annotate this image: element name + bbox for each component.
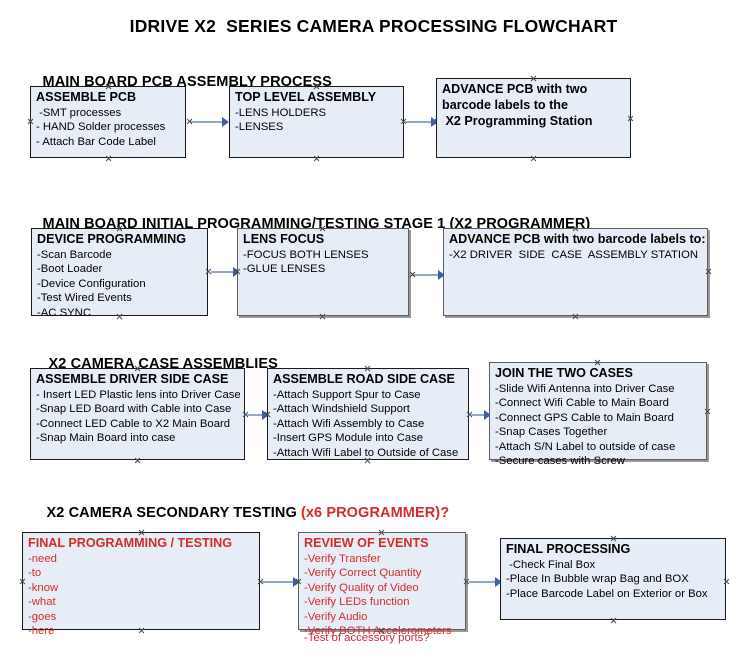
box-line: -Boot Loader: [37, 263, 103, 276]
box-line: -Secure cases with Screw: [495, 455, 625, 468]
process-box-advance-pcb-to-driver-side-case-station[interactable]: ADVANCE PCB with two barcode labels to: …: [443, 228, 708, 316]
box-line: -Attach Wifi Assembly to Case: [273, 417, 425, 430]
connector-arrowhead: [233, 267, 240, 277]
box-line: -Attach S/N Label to outside of case: [495, 440, 676, 453]
box-title: FINAL PROGRAMMING / TESTING: [28, 536, 233, 550]
connector-line: [190, 121, 226, 123]
box-title: ADVANCE PCB with two barcode labels to:: [449, 232, 706, 246]
box-line: -AC SYNC: [37, 306, 91, 319]
box-line: -know: [28, 581, 59, 594]
box-line: -Verify BOTH Accelerometers: [304, 625, 452, 638]
box-line: -LENS HOLDERS: [235, 107, 327, 119]
box-line: -Device Configuration: [37, 277, 146, 290]
process-box-final-processing[interactable]: FINAL PROCESSING -Check Final Box -Place…: [500, 538, 726, 620]
box-line: -Connect LED Cable to X2 Main Board: [36, 417, 231, 430]
box-line: -Connect Wifi Cable to Main Board: [495, 397, 669, 410]
process-box-advance-pcb-to-x2-programming-station[interactable]: ADVANCE PCB with two barcode labels to t…: [436, 78, 631, 158]
box-line: -Attach Wifi Label to Outside of Case: [273, 446, 459, 459]
box-line: -Attach Windshield Support: [273, 403, 410, 416]
section-heading-x2-camera-secondary-testing: X2 CAMERA SECONDARY TESTING (x6 PROGRAMM…: [30, 489, 450, 537]
box-title: FINAL PROCESSING: [506, 542, 631, 556]
box-line: barcode labels to the: [442, 98, 568, 112]
process-box-top-level-assembly[interactable]: TOP LEVEL ASSEMBLY -LENS HOLDERS -LENSES: [229, 86, 404, 158]
box-line: -Connect GPS Cable to Main Board: [495, 411, 674, 424]
connector-line: [469, 581, 499, 583]
box-line: -Scan Barcode: [37, 249, 112, 261]
box-title: LENS FOCUS: [243, 232, 325, 246]
box-line: -Slide Wifi Antenna into Driver Case: [495, 383, 675, 395]
section-heading-text: X2 CAMERA SECONDARY TESTING: [46, 505, 301, 521]
connector-arrowhead: [484, 410, 491, 420]
box-line: -Verify Quality of Video: [304, 581, 419, 594]
process-box-lens-focus[interactable]: LENS FOCUS -FOCUS BOTH LENSES -GLUE LENS…: [237, 228, 409, 316]
box-line: -here: [28, 625, 55, 638]
box-line: -Snap LED Board with Cable into Case: [36, 403, 232, 416]
box-line: -Verify Correct Quantity: [304, 567, 422, 580]
box-title: DEVICE PROGRAMMING: [37, 232, 187, 246]
box-line: - HAND Solder processes: [36, 121, 166, 134]
box-line: -Snap Cases Together: [495, 426, 608, 439]
box-line: -Attach Support Spur to Case: [273, 389, 421, 401]
box-line: -goes: [28, 610, 57, 623]
connector-line: [211, 271, 237, 273]
box-line: -Verify Audio: [304, 610, 368, 623]
process-box-assemble-pcb[interactable]: ASSEMBLE PCB -SMT processes - HAND Solde…: [30, 86, 186, 158]
box-line: - Attach Bar Code Label: [36, 135, 156, 148]
process-box-device-programming[interactable]: DEVICE PROGRAMMING -Scan Barcode -Boot L…: [31, 228, 208, 319]
connector-arrowhead: [222, 117, 229, 127]
box-line: -what: [28, 596, 56, 609]
box-line: -Verify Transfer: [304, 553, 381, 565]
page-title: IDRIVE X2 SERIES CAMERA PROCESSING FLOWC…: [129, 16, 618, 36]
box-line: -SMT processes: [36, 107, 122, 119]
process-box-final-programming-testing[interactable]: FINAL PROGRAMMING / TESTING -need -to -k…: [22, 532, 260, 637]
process-box-assemble-driver-side-case[interactable]: ASSEMBLE DRIVER SIDE CASE - Insert LED P…: [30, 368, 245, 460]
box-line: -Check Final Box: [506, 559, 596, 571]
box-line: -to: [28, 567, 42, 580]
connector-arrowhead: [438, 270, 445, 280]
box-title: ADVANCE PCB with two: [442, 82, 588, 96]
box-line: -Test Wired Events: [37, 292, 132, 305]
box-line: -Place In Bubble wrap Bag and BOX: [506, 573, 689, 586]
box-title: JOIN THE TWO CASES: [495, 366, 633, 380]
box-line: -Place Barcode Label on Exterior or Box: [506, 587, 708, 600]
connector-arrowhead: [293, 577, 300, 587]
process-box-join-the-two-cases[interactable]: JOIN THE TWO CASES -Slide Wifi Antenna i…: [489, 362, 707, 467]
box-line: -Snap Main Board into case: [36, 432, 176, 445]
box-title: ASSEMBLE ROAD SIDE CASE: [273, 372, 455, 386]
box-title: ASSEMBLE PCB: [36, 90, 137, 104]
connector-line: [262, 581, 297, 583]
box-line: -Insert GPS Module into Case: [273, 432, 424, 445]
box-title: REVIEW OF EVENTS: [304, 536, 429, 550]
connector-arrowhead: [262, 410, 269, 420]
box-title: TOP LEVEL ASSEMBLY: [235, 90, 377, 104]
process-box-review-of-events[interactable]: REVIEW OF EVENTS -Verify Transfer -Verif…: [298, 532, 466, 644]
box-line: -X2 DRIVER SIDE CASE ASSEMBLY STATION: [449, 249, 699, 261]
section-heading-accent: (x6 PROGRAMMER)?: [300, 505, 450, 521]
connector-arrowhead: [431, 117, 438, 127]
box-line: - Insert LED Plastic lens into Driver Ca…: [36, 389, 241, 401]
box-title: ASSEMBLE DRIVER SIDE CASE: [36, 372, 229, 386]
box-line: X2 Programming Station: [442, 114, 593, 128]
connector-line: [405, 121, 435, 123]
box-overflow-line: -Test of accessory ports?: [304, 632, 430, 644]
box-line: -LENSES: [235, 121, 284, 134]
box-line: -need: [28, 553, 57, 565]
connector-line: [471, 414, 489, 416]
connector-line: [247, 414, 267, 416]
connector-arrowhead: [495, 577, 502, 587]
connector-line: [412, 274, 442, 276]
box-line: -FOCUS BOTH LENSES: [243, 249, 369, 261]
process-box-assemble-road-side-case[interactable]: ASSEMBLE ROAD SIDE CASE -Attach Support …: [267, 368, 469, 460]
box-line: -GLUE LENSES: [243, 263, 326, 276]
box-line: -Verify LEDs function: [304, 596, 410, 609]
